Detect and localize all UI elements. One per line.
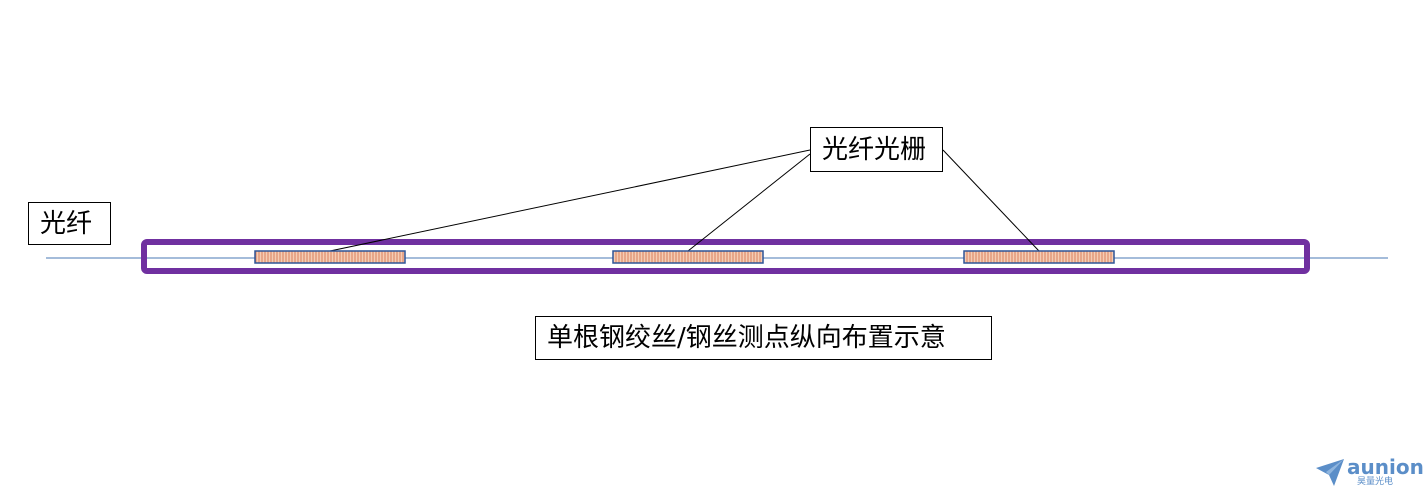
fiber-grating-1	[254, 250, 406, 264]
leader-line-1	[329, 149, 811, 252]
diagram-caption: 单根钢绞丝/钢丝测点纵向布置示意	[535, 316, 992, 360]
logo-subtext: 昊量光电	[1357, 477, 1394, 487]
logo-text: aunion	[1347, 455, 1424, 479]
grating-label: 光纤光栅	[810, 127, 943, 172]
diagram-caption-text: 单根钢绞丝/钢丝测点纵向布置示意	[547, 323, 946, 353]
fiber-label: 光纤	[28, 202, 111, 245]
leader-line-2	[687, 153, 811, 252]
aunion-logo: aunion 昊量光电	[1314, 456, 1424, 490]
fiber-grating-3	[963, 250, 1115, 264]
fiber-grating-2	[612, 250, 764, 264]
fiber-label-text: 光纤	[40, 208, 93, 239]
paper-plane-icon	[1316, 459, 1344, 486]
leader-line-3	[942, 149, 1040, 252]
steel-strand-frame	[141, 239, 1310, 274]
grating-label-text: 光纤光栅	[822, 134, 927, 165]
